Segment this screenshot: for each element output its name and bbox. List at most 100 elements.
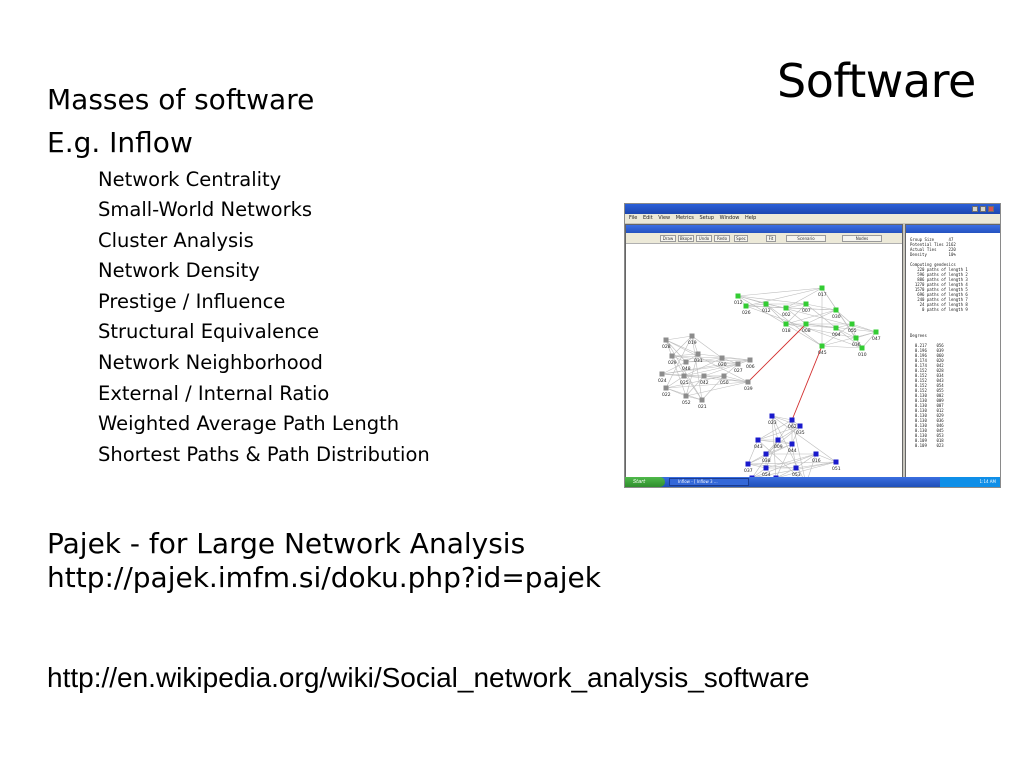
graph-edge — [751, 453, 817, 478]
graph-node — [699, 397, 705, 403]
bullet-eg-inflow: E.g. Inflow — [47, 126, 193, 159]
toolbar-fit-button: Fit — [766, 235, 776, 242]
graph-edge — [771, 415, 777, 478]
graph-node — [683, 359, 689, 365]
graph-edge — [665, 339, 687, 397]
graph-node-label: 021 — [698, 404, 707, 410]
sub-bullet-external-internal-ratio: External / Internal Ratio — [98, 382, 330, 405]
graph-node-label: 016 — [812, 458, 821, 464]
graph-edge — [737, 295, 823, 347]
graph-node — [783, 321, 789, 327]
graph-node-label: 039 — [744, 386, 753, 392]
graph-edge — [661, 363, 739, 375]
graph-node-label: 022 — [662, 392, 671, 398]
pajek-link[interactable]: http://pajek.imfm.si/doku.php?id=pajek — [47, 561, 601, 594]
graph-node — [719, 355, 725, 361]
graph-edge — [721, 357, 751, 361]
graph-node — [819, 343, 825, 349]
graph-node — [819, 285, 825, 291]
graph-node-label: 045 — [818, 350, 827, 356]
graph-node-label: 017 — [818, 292, 827, 298]
graph-node-label: 027 — [734, 368, 743, 374]
graph-edge — [765, 303, 787, 325]
graph-node-label: 026 — [742, 310, 751, 316]
graph-node-label: 054 — [762, 472, 771, 478]
graph-node-label: 030 — [832, 314, 841, 320]
graph-node-label: 012 — [734, 300, 743, 306]
graph-edge — [835, 323, 853, 329]
graph-node-label: 002 — [782, 312, 791, 318]
graph-node-label: 025 — [680, 380, 689, 386]
graph-toolbar — [626, 233, 902, 244]
sub-bullet-weighted-average-path-length: Weighted Average Path Length — [98, 412, 400, 435]
close-icon — [988, 206, 994, 212]
graph-node-label: 038 — [762, 458, 771, 464]
graph-edge — [775, 467, 797, 478]
graph-node-label: 062 — [788, 424, 797, 430]
graph-edge — [683, 357, 723, 377]
graph-edge — [683, 363, 739, 377]
graph-edge — [775, 425, 801, 478]
graph-edge — [805, 303, 837, 311]
graph-node — [859, 345, 865, 351]
graph-edge — [665, 339, 703, 401]
wikipedia-link[interactable]: http://en.wikipedia.org/wiki/Social_netw… — [47, 662, 810, 693]
graph-edge — [691, 335, 703, 401]
graph-node-label: 028 — [662, 344, 671, 350]
graph-node-label: 051 — [832, 466, 841, 472]
graph-node — [659, 371, 665, 377]
graph-edge — [723, 375, 749, 383]
toolbar-bkope-button: Bkope — [678, 235, 694, 242]
graph-edge — [805, 309, 837, 325]
graph-edge — [815, 453, 837, 463]
graph-node — [695, 351, 701, 357]
graph-node-label: 031 — [694, 358, 703, 364]
graph-node — [745, 379, 751, 385]
graph-edge — [861, 331, 877, 349]
graph-edge — [821, 323, 853, 347]
graph-node — [797, 423, 803, 429]
graph-edge — [747, 463, 767, 469]
graph-node — [789, 417, 795, 423]
screenshot-menubar: File Edit View Metrics Setup Window Help — [625, 214, 1000, 223]
graph-edge — [665, 375, 725, 389]
graph-edge — [785, 303, 807, 325]
graph-node-label: 008 — [802, 328, 811, 334]
graph-edge — [785, 307, 807, 325]
graph-node — [803, 321, 809, 327]
graph-edge — [665, 339, 699, 355]
graph-node — [663, 337, 669, 343]
menu-help: Help — [744, 215, 757, 221]
graph-edge — [747, 439, 759, 465]
graph-edge — [661, 361, 687, 375]
graph-edge — [665, 339, 687, 363]
sub-bullet-network-density: Network Density — [98, 259, 260, 282]
graph-node — [813, 451, 819, 457]
graph-edge — [785, 323, 857, 339]
graph-edge — [771, 415, 801, 427]
graph-edge — [685, 359, 751, 363]
minimize-icon — [972, 206, 978, 212]
sub-bullet-structural-equivalence: Structural Equivalence — [98, 320, 320, 343]
graph-node-label: 050 — [720, 380, 729, 386]
graph-node — [735, 361, 741, 367]
graph-edge — [821, 345, 863, 349]
graph-node-label: 024 — [658, 378, 667, 384]
start-button: Start — [625, 477, 665, 487]
graph-edge — [765, 453, 817, 469]
graph-edge — [757, 425, 801, 441]
graph-node-label: 029 — [668, 360, 677, 366]
graph-edge — [795, 453, 817, 469]
graph-edge — [807, 453, 817, 478]
graph-node — [701, 373, 707, 379]
graph-node — [775, 437, 781, 443]
inflow-screenshot: File Edit View Metrics Setup Window Help… — [624, 203, 1001, 488]
graph-edge — [671, 335, 693, 357]
toolbar-undo-button: Undo — [696, 235, 712, 242]
graph-bridge-edge — [747, 323, 807, 383]
graph-edge — [835, 327, 857, 339]
graph-edge — [737, 295, 877, 333]
graph-edge — [805, 323, 877, 333]
taskbar: Start Inflow - [ Inflow 3 ... 1:14 AM — [625, 477, 1000, 487]
